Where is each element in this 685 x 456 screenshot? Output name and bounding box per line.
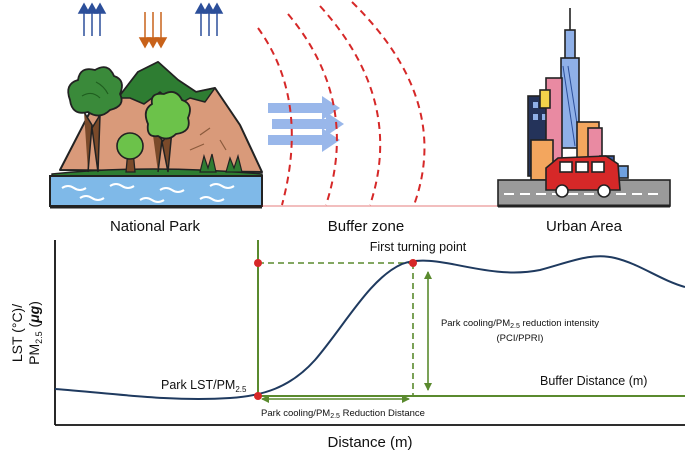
intensity-label-sub: 2.5 [510, 323, 520, 330]
x-axis-title: Distance (m) [327, 434, 412, 451]
cooling-wind-icon [268, 96, 344, 152]
y-axis-title-line1: LST (°C)/ [9, 304, 25, 362]
red-car-icon [545, 155, 621, 198]
heat-arrows-up-icon [194, 2, 224, 36]
lst-curve [54, 255, 685, 400]
buffer-zone-arcs [257, 1, 426, 206]
park-lst-label-main: Park LST/PM [161, 378, 235, 392]
graph-axes [54, 240, 685, 426]
y-axis-title: LST (°C)/ PM2.5 (μg) [9, 301, 44, 365]
heat-arrows-up-icon [77, 2, 107, 36]
distance-label: Park cooling/PM2.5 Reduction Distance [261, 408, 425, 420]
urban-area-label: Urban Area [546, 218, 623, 235]
buffer-distance-label: Buffer Distance (m) [540, 374, 647, 388]
park-landscape-icon [49, 61, 263, 209]
intensity-label-line1: Park cooling/PM2.5 reduction intensity [441, 318, 599, 330]
distance-label-post: Reduction Distance [340, 408, 425, 419]
y-axis-paren-open: ( [26, 322, 42, 331]
intensity-label-line2: (PCI/PPRI) [497, 333, 544, 344]
national-park-label: National Park [110, 218, 201, 235]
y-axis-title-line2: PM2.5 (μg) [26, 301, 44, 365]
intensity-label-pre: Park cooling/PM [441, 318, 510, 329]
y-axis-pm: PM [26, 344, 42, 365]
park-lst-marker [254, 392, 262, 400]
distance-label-sub: 2.5 [330, 413, 340, 420]
park-lst-label-sub: 2.5 [235, 385, 247, 394]
heat-arrows-down-icon [138, 12, 168, 49]
y-axis-pm-sub: 2.5 [34, 331, 44, 344]
distance-label-pre: Park cooling/PM [261, 408, 330, 419]
first-turning-point-marker [409, 259, 417, 267]
y-axis-paren-close: ) [26, 301, 42, 306]
park-lst-label: Park LST/PM2.5 [161, 378, 247, 394]
intensity-label-post: reduction intensity [520, 318, 599, 329]
y-axis-unit: μg [26, 305, 42, 323]
buffer-zone-label: Buffer zone [328, 218, 404, 235]
park-level-marker [254, 259, 262, 267]
first-turning-point-label: First turning point [370, 240, 467, 254]
